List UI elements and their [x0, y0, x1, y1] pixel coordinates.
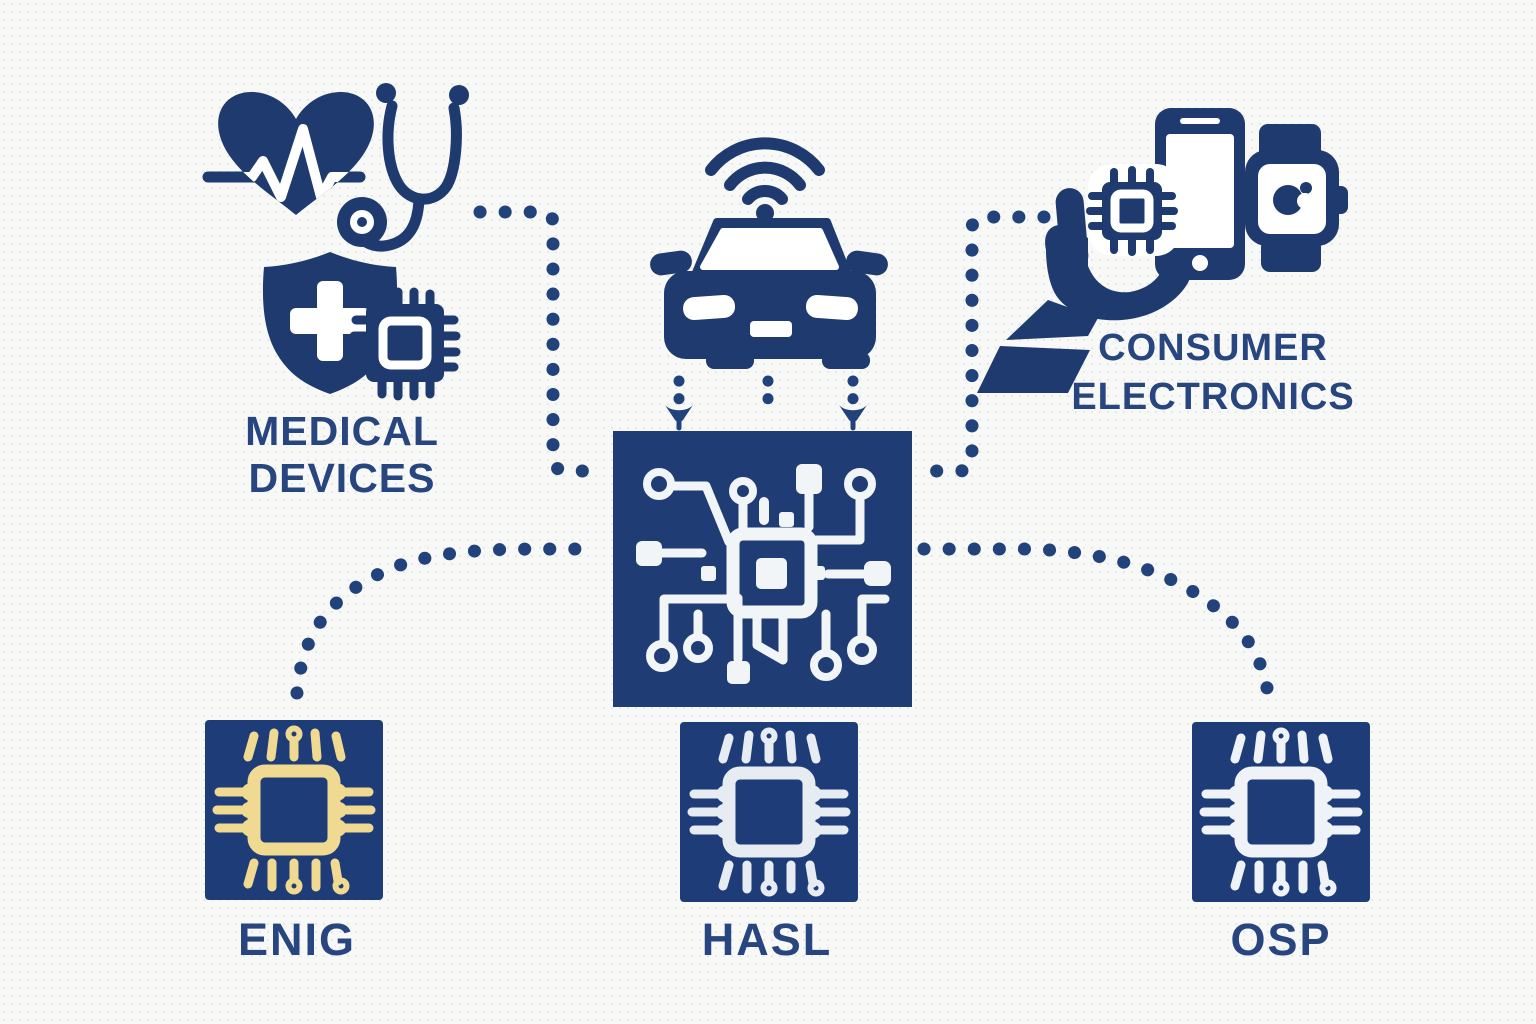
medical-devices-label-line2: DEVICES: [248, 455, 436, 501]
hasl-label: HASL: [701, 914, 833, 965]
pcb-circuit-icon: [613, 431, 912, 707]
consumer-to-pcb-dotted-line: [914, 210, 1051, 478]
consumer-electronics-label-line1: CONSUMER: [1098, 327, 1328, 369]
connected-car-icon: [650, 218, 888, 369]
held-chip-icon: [1086, 166, 1178, 256]
car-to-pcb-dotted-arrows: [665, 375, 867, 431]
medical-devices-label-line1: MEDICAL: [245, 408, 439, 454]
medical-chip-icon: [349, 287, 461, 401]
enig-chip-icon: [205, 720, 383, 900]
hasl-chip-icon: [680, 722, 858, 902]
osp-label: OSP: [1230, 914, 1332, 965]
smartwatch-icon: [1245, 124, 1348, 272]
medical-to-pcb-dotted-line: [473, 205, 604, 478]
consumer-electronics-label: CONSUMER ELECTRONICS: [1048, 324, 1378, 422]
wifi-icon: [705, 137, 825, 222]
shield-cross-icon: [262, 252, 398, 394]
enig-label: ENIG: [237, 914, 357, 965]
heart-ecg-icon: [202, 91, 374, 215]
stethoscope-icon: [337, 83, 469, 252]
pcb-to-enig-dotted-curve: [290, 542, 604, 700]
medical-devices-label: MEDICAL DEVICES: [182, 408, 502, 502]
apple-logo-icon: [1273, 182, 1313, 215]
hand-holding-chip-icon: [977, 164, 1192, 393]
pcb-to-osp-dotted-curve: [917, 542, 1275, 701]
consumer-electronics-label-line2: ELECTRONICS: [1071, 376, 1355, 418]
osp-chip-icon: [1192, 722, 1370, 902]
